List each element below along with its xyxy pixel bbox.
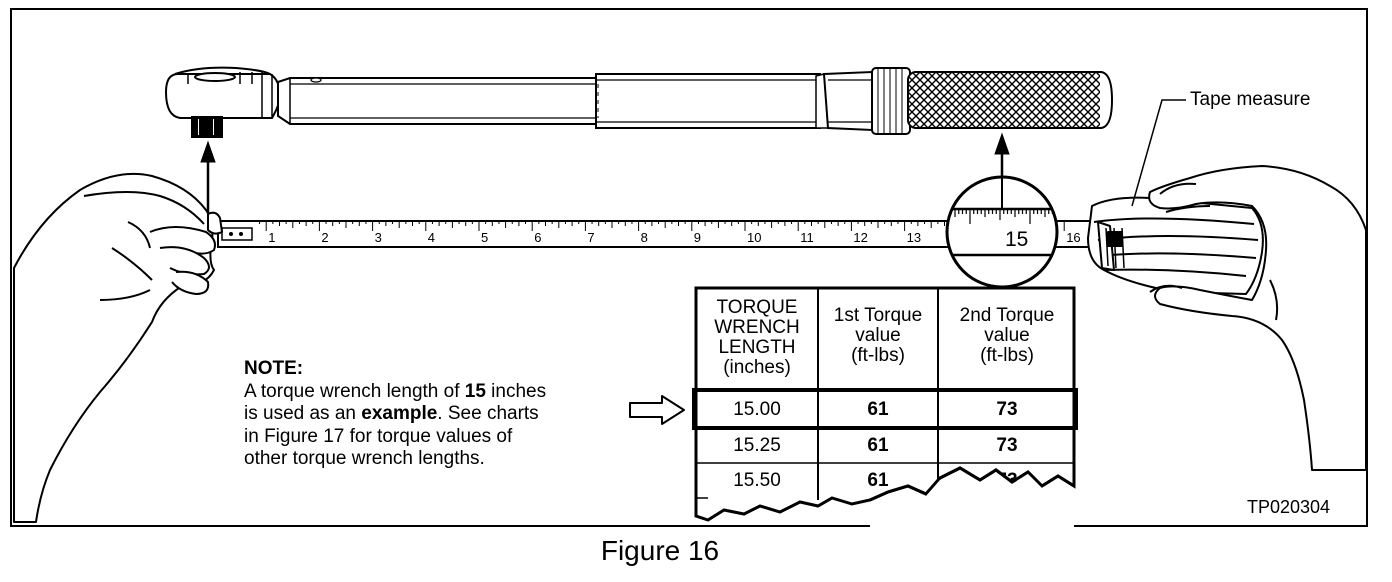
- measure-arrows: [200, 132, 1010, 218]
- ruler-number: 6: [534, 230, 542, 245]
- note-block: NOTE: A torque wrench length of 15 inche…: [244, 358, 624, 471]
- note-title: NOTE:: [244, 358, 304, 379]
- ruler-number: 4: [427, 230, 436, 245]
- header-line: (inches): [723, 357, 791, 378]
- ruler-number: 10: [747, 230, 762, 245]
- ratchet-head: [164, 66, 282, 119]
- tape-label-leader: [1131, 99, 1186, 207]
- ruler-number: 1: [268, 230, 276, 245]
- square-drive: [191, 116, 223, 138]
- ruler-number: 16: [1066, 230, 1081, 245]
- ruler-number: 13: [906, 230, 922, 245]
- note-line-1: A torque wrench length of 15 inches: [244, 381, 624, 404]
- table-cell-length: 15.00: [733, 399, 781, 420]
- header-line: value: [984, 325, 1030, 346]
- note-text: inches: [485, 380, 547, 402]
- note-text: is used as an: [244, 403, 362, 424]
- table-cell-second-torque: 73: [996, 470, 1018, 491]
- header-line: TORQUE: [716, 297, 798, 318]
- note-line-2: is used as an example. See charts: [244, 403, 624, 426]
- ruler-number: 9: [693, 230, 702, 245]
- tape-measure-housing: [1087, 196, 1264, 295]
- left-hand: [13, 172, 223, 523]
- table-header-second-torque: 2nd Torque value (ft-lbs): [940, 306, 1074, 366]
- magnified-mark: 15: [1005, 228, 1029, 251]
- note-line-4: other torque wrench lengths.: [244, 448, 485, 469]
- header-line: LENGTH: [718, 337, 796, 358]
- highlighted-row-border: [692, 388, 1078, 430]
- knurled-grip: [907, 71, 1114, 129]
- header-line: (ft-lbs): [980, 345, 1034, 366]
- note-text: . See charts: [437, 403, 539, 424]
- table-header-length: TORQUE WRENCH LENGTH (inches): [698, 298, 816, 378]
- ruler-number: 12: [853, 230, 868, 245]
- note-text: A torque wrench length of: [244, 380, 465, 402]
- wrench-shaft: [277, 70, 873, 132]
- table-cell-second-torque: 73: [996, 435, 1018, 456]
- ruler-number: 11: [800, 230, 814, 245]
- lock-collar: [871, 67, 911, 135]
- ruler-number: 2: [321, 230, 329, 245]
- table-header-first-torque: 1st Torque value (ft-lbs): [820, 306, 936, 366]
- header-line: 1st Torque: [833, 305, 923, 326]
- ruler-number: 7: [587, 230, 595, 245]
- right-hand: [1148, 165, 1367, 471]
- header-line: WRENCH: [714, 317, 800, 338]
- ruler-number: 5: [481, 230, 489, 245]
- ruler-number: 8: [640, 230, 648, 245]
- figure-caption: Figure 16: [600, 535, 720, 566]
- note-line-3: in Figure 17 for torque values of: [244, 425, 513, 447]
- header-line: (ft-lbs): [851, 345, 905, 366]
- table-cell-second-torque: 73: [996, 399, 1018, 420]
- header-line: 2nd Torque: [959, 305, 1055, 326]
- tape-measure-label: Tape measure: [1190, 89, 1311, 110]
- table-cell-first-torque: 61: [867, 470, 889, 491]
- row-pointer-arrow: [629, 395, 685, 425]
- note-bold-length: 15: [464, 380, 486, 402]
- table-cell-length: 15.25: [733, 435, 781, 456]
- table-cell-first-torque: 61: [867, 435, 889, 456]
- ruler-number: 3: [374, 230, 382, 245]
- table-cell-length: 15.50: [733, 470, 781, 491]
- note-bold-example: example: [361, 403, 438, 424]
- table-cell-first-torque: 61: [867, 399, 889, 420]
- torque-wrench: [164, 66, 1114, 138]
- header-line: value: [855, 325, 901, 346]
- figure-code: TP020304: [1247, 497, 1331, 517]
